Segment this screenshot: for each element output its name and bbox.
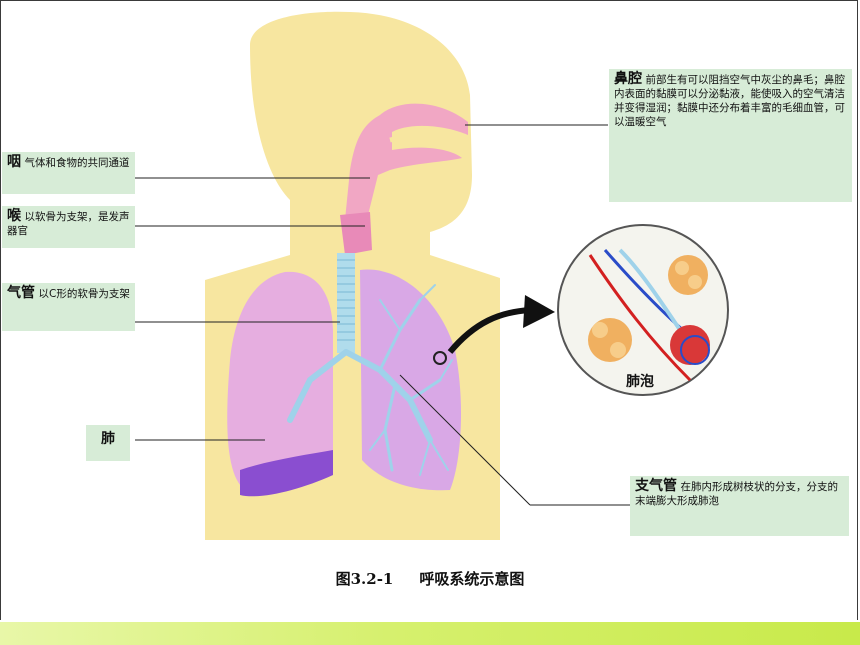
pharynx-term: 咽 [7,154,21,170]
alveoli-illustration [588,248,710,382]
label-larynx: 喉 以软骨为支架，是发声器官 [2,206,135,248]
trachea-desc: 以C形的软骨为支架 [38,288,130,300]
lung-term: 肺 [101,431,115,447]
pharynx-desc: 气体和食物的共同通道 [24,157,130,169]
alveoli-zoom-circle [557,224,729,396]
slide-frame [0,0,858,620]
larynx-shape [340,212,372,255]
nasal-cavity [345,103,468,220]
zoom-source-circle [433,351,447,365]
figure-caption: 图3.2-1 呼吸系统示意图 [0,568,860,589]
bronchial-tree [287,284,453,476]
alveoli-label: 肺泡 [626,374,654,390]
right-lung [227,271,333,490]
bronchi-term: 支气管 [635,478,677,494]
figure-title: 呼吸系统示意图 [419,570,525,588]
label-lung: 肺 [86,425,130,461]
right-lung-shadow [240,450,333,497]
label-trachea: 气管 以C形的软骨为支架 [2,283,135,331]
trachea-term: 气管 [7,285,35,301]
larynx-term: 喉 [7,208,21,224]
oral-curve [389,135,457,151]
label-pharynx: 咽 气体和食物的共同通道 [2,152,135,194]
trachea-rings [337,259,355,341]
trachea-tube [337,253,355,353]
zoom-arrow [447,307,531,354]
bronchi-desc: 在肺内形成树枝状的分支，分支的末端膨大形成肺泡 [635,481,838,507]
footer-band [0,622,860,645]
respiratory-diagram [135,11,729,540]
zoom-arrowhead [523,295,555,328]
figure-number: 图3.2-1 [335,570,394,588]
leader-lines [135,124,630,506]
nasal-desc: 前部生有可以阻挡空气中灰尘的鼻毛；鼻腔内表面的黏膜可以分泌黏液，能使吸入的空气清… [614,74,845,128]
label-nasal-cavity: 鼻腔 前部生有可以阻挡空气中灰尘的鼻毛；鼻腔内表面的黏膜可以分泌黏液，能使吸入的… [609,69,852,202]
nasal-term: 鼻腔 [614,71,642,87]
label-bronchi: 支气管 在肺内形成树枝状的分支，分支的末端膨大形成肺泡 [630,476,849,536]
larynx-desc: 以软骨为支架，是发声器官 [7,211,130,237]
